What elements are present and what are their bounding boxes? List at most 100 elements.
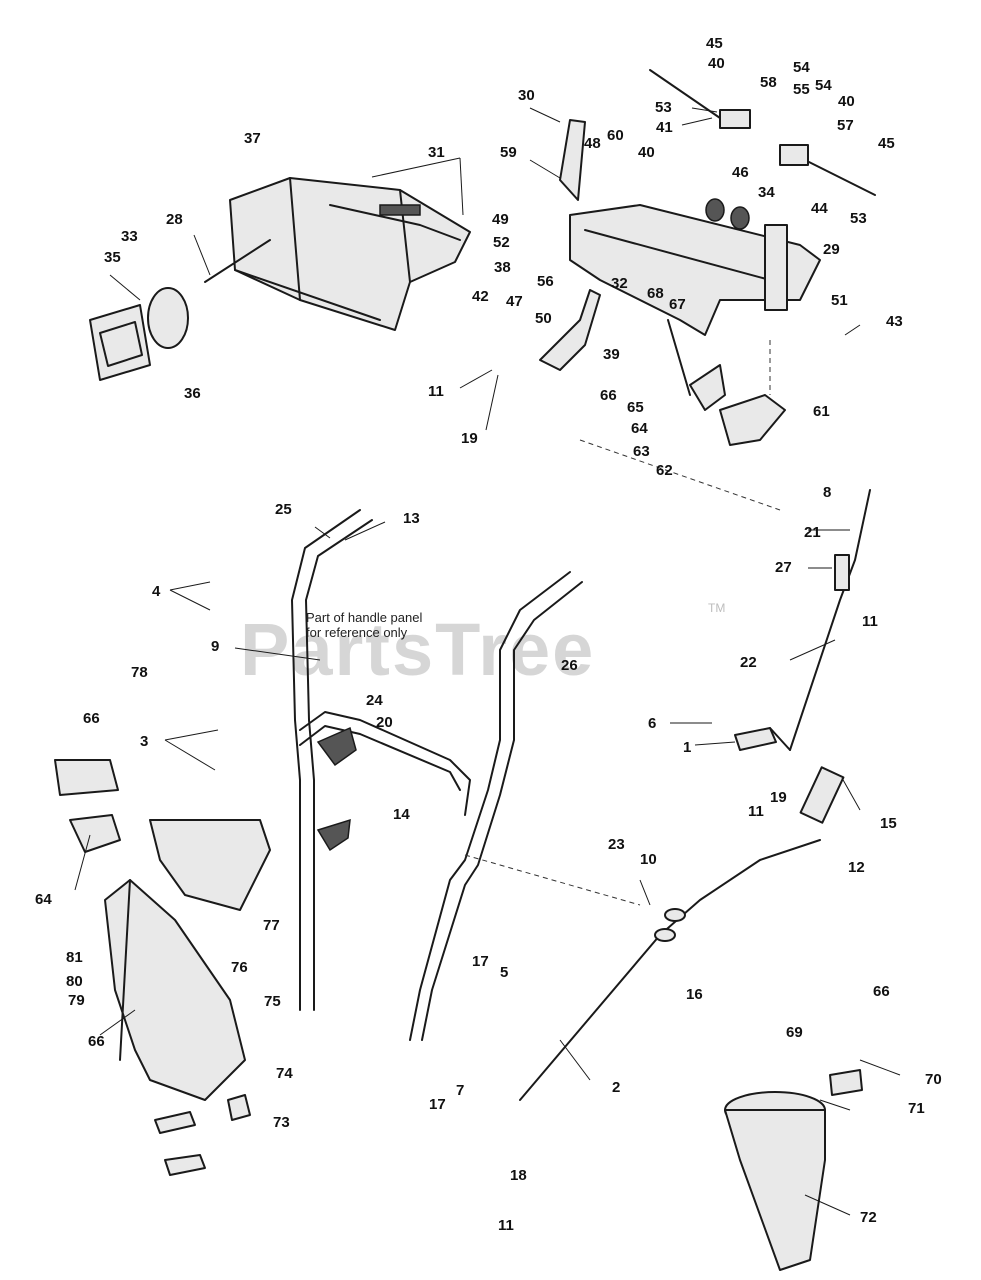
- lower-chute: [724, 1069, 863, 1271]
- callout-66: 66: [83, 710, 100, 727]
- callout-27: 27: [775, 559, 792, 576]
- callout-14: 14: [393, 806, 410, 823]
- callout-2: 2: [612, 1079, 620, 1096]
- watermark-tm: TM: [708, 601, 725, 615]
- callout-54: 54: [793, 59, 810, 76]
- callout-76: 76: [231, 959, 248, 976]
- callout-11: 11: [748, 803, 764, 820]
- callout-15: 15: [880, 815, 897, 832]
- callout-60: 60: [607, 127, 624, 144]
- callout-56: 56: [537, 273, 554, 290]
- note-line2: for reference only: [306, 625, 408, 640]
- callout-36: 36: [184, 385, 201, 402]
- callout-40: 40: [838, 93, 855, 110]
- callout-53: 53: [655, 99, 672, 116]
- callout-34: 34: [758, 184, 775, 201]
- callout-40: 40: [638, 144, 655, 161]
- callout-80: 80: [66, 973, 83, 990]
- callout-75: 75: [264, 993, 281, 1010]
- chute-deflector: [54, 759, 121, 853]
- callout-19: 19: [770, 789, 787, 806]
- callout-11: 11: [428, 383, 444, 400]
- callout-28: 28: [166, 211, 183, 228]
- knobs: [705, 198, 750, 230]
- callout-54: 54: [815, 77, 832, 94]
- callout-17: 17: [429, 1096, 446, 1113]
- callout-21: 21: [804, 524, 821, 541]
- callout-45: 45: [706, 35, 723, 52]
- callout-77: 77: [263, 917, 280, 934]
- callout-59: 59: [500, 144, 517, 161]
- callout-49: 49: [492, 211, 509, 228]
- callout-35: 35: [104, 249, 121, 266]
- callout-61: 61: [813, 403, 830, 420]
- callout-64: 64: [35, 891, 52, 908]
- callout-52: 52: [493, 234, 510, 251]
- callout-81: 81: [66, 949, 83, 966]
- discharge-chute: [104, 879, 246, 1101]
- callout-72: 72: [860, 1209, 877, 1226]
- callout-65: 65: [627, 399, 644, 416]
- callout-12: 12: [848, 859, 865, 876]
- callout-10: 10: [640, 851, 657, 868]
- callout-55: 55: [793, 81, 810, 98]
- callout-17: 17: [472, 953, 489, 970]
- upper-handle-right: [409, 571, 583, 1041]
- chute-control-rod: [649, 69, 876, 196]
- callout-3: 3: [140, 733, 148, 750]
- shift-brackets: [539, 289, 786, 446]
- headlight-lens: [147, 287, 189, 349]
- note-line1: Part of handle panel: [306, 610, 422, 625]
- upper-handle-left: [291, 509, 373, 1011]
- leader-lines: [74, 107, 901, 1216]
- chute-shield: [149, 819, 271, 911]
- callout-31: 31: [428, 144, 445, 161]
- headlight-housing: [89, 304, 151, 381]
- chute-clips: [154, 1094, 251, 1176]
- handle-knobs: [316, 726, 357, 852]
- callout-64: 64: [631, 420, 648, 437]
- chute-crank-rod: [789, 489, 871, 751]
- callout-20: 20: [376, 714, 393, 731]
- assembly-line-handle: [464, 854, 641, 906]
- callout-8: 8: [823, 484, 831, 501]
- control-panel-bracket: [569, 204, 821, 336]
- callout-1: 1: [683, 739, 691, 756]
- callout-69: 69: [786, 1024, 803, 1041]
- callout-66: 66: [88, 1033, 105, 1050]
- callout-18: 18: [510, 1167, 527, 1184]
- callout-41: 41: [656, 119, 673, 136]
- callout-16: 16: [686, 986, 703, 1003]
- shift-rod: [519, 766, 845, 1101]
- callout-13: 13: [403, 510, 420, 527]
- callout-5: 5: [500, 964, 508, 981]
- callout-29: 29: [823, 241, 840, 258]
- callout-22: 22: [740, 654, 757, 671]
- callout-73: 73: [273, 1114, 290, 1131]
- callout-11: 11: [498, 1217, 514, 1234]
- callout-67: 67: [669, 296, 686, 313]
- callout-68: 68: [647, 285, 664, 302]
- callout-33: 33: [121, 228, 138, 245]
- callout-32: 32: [611, 275, 628, 292]
- callout-79: 79: [68, 992, 85, 1009]
- callout-44: 44: [811, 200, 828, 217]
- callout-58: 58: [760, 74, 777, 91]
- callout-19: 19: [461, 430, 478, 447]
- callout-25: 25: [275, 501, 292, 518]
- callout-78: 78: [131, 664, 148, 681]
- callout-40: 40: [708, 55, 725, 72]
- headlight-wire: [204, 239, 271, 283]
- callout-38: 38: [494, 259, 511, 276]
- watermark-text: PartsTree: [240, 608, 595, 691]
- callout-74: 74: [276, 1065, 293, 1082]
- callout-37: 37: [244, 130, 261, 147]
- callout-11: 11: [862, 613, 878, 630]
- callout-71: 71: [908, 1100, 925, 1117]
- callout-63: 63: [633, 443, 650, 460]
- callout-43: 43: [886, 313, 903, 330]
- callout-39: 39: [603, 346, 620, 363]
- callout-6: 6: [648, 715, 656, 732]
- callout-26: 26: [561, 657, 578, 674]
